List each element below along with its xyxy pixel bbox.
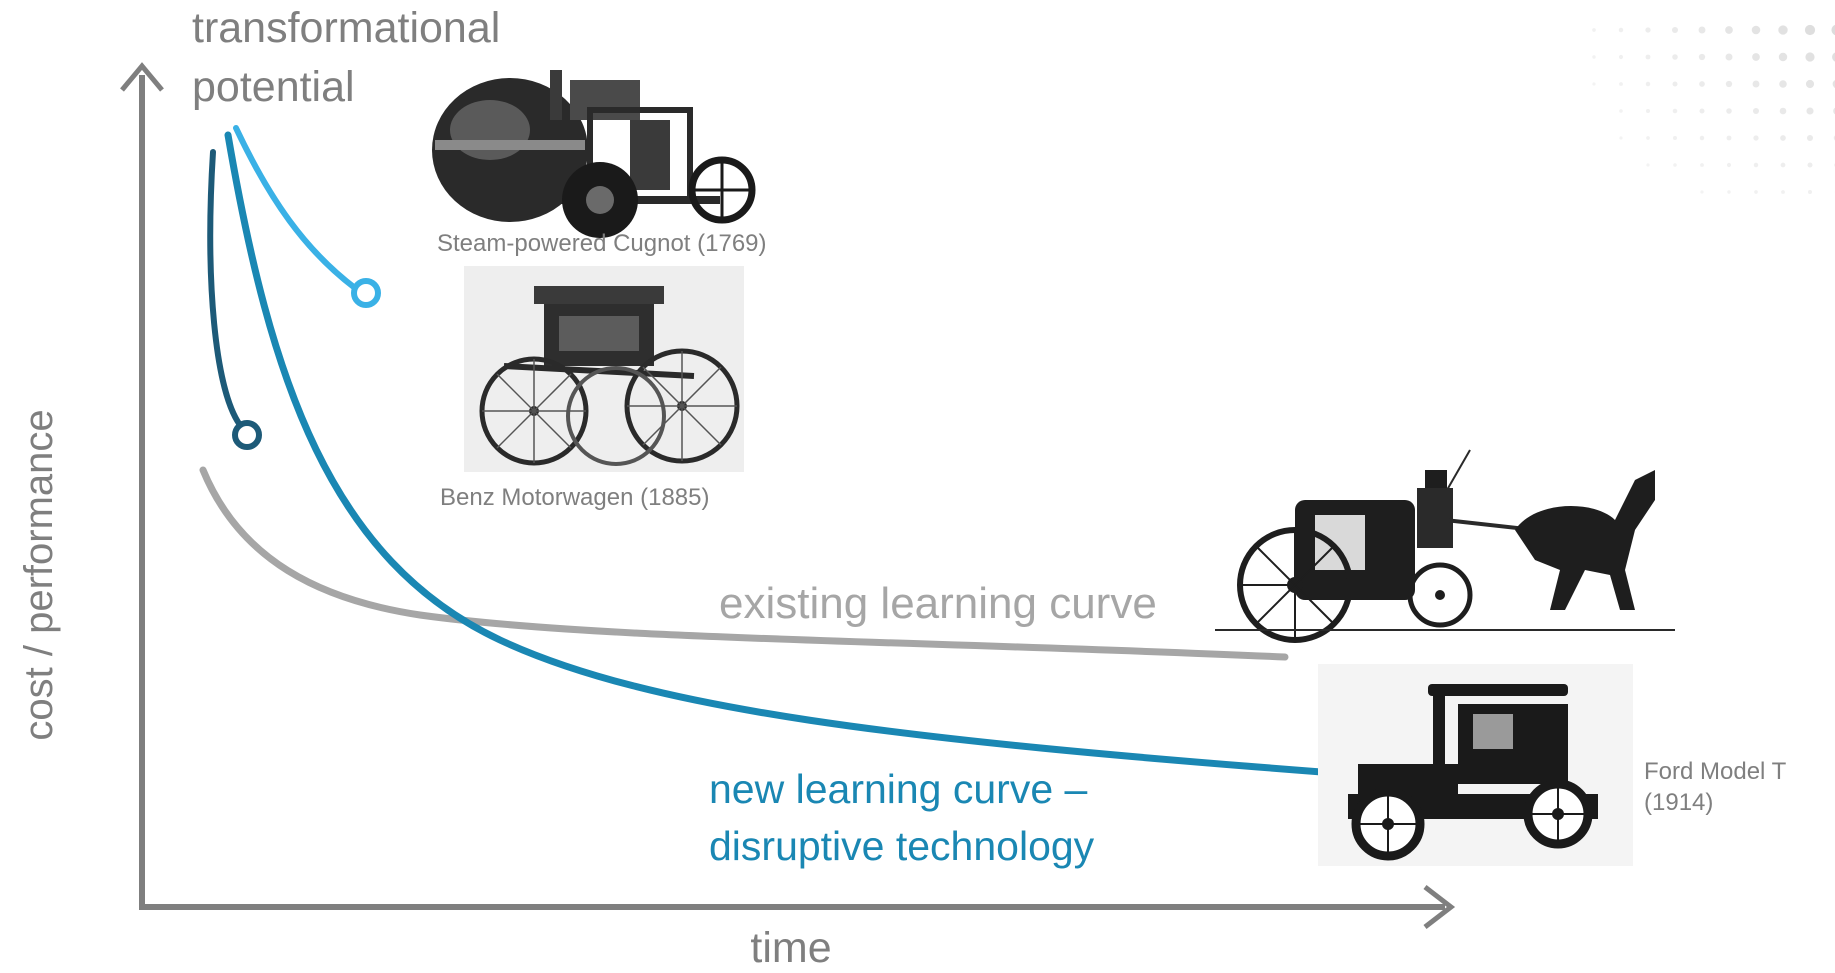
- decorative-dot: [1671, 26, 1679, 34]
- decorative-dot: [1700, 163, 1704, 167]
- decorative-dot: [1619, 109, 1623, 113]
- decorative-dot: [1807, 162, 1813, 168]
- decorative-dot: [1646, 136, 1650, 140]
- new-curve-label-line1: new learning curve –: [709, 766, 1088, 812]
- cugnot-caption: Steam-powered Cugnot (1769): [437, 230, 767, 257]
- axes: [120, 62, 1456, 929]
- decorative-dot: [1726, 108, 1732, 114]
- decorative-dot: [1618, 27, 1624, 33]
- decorative-dot: [1673, 163, 1677, 167]
- decorative-dot: [1781, 190, 1785, 194]
- decorative-dot: [1726, 135, 1732, 141]
- existing-learning-curve: [199, 466, 1289, 661]
- decorative-dot: [1753, 135, 1759, 141]
- decorative-dot: [1672, 108, 1678, 114]
- decorative-dot: [1672, 54, 1678, 60]
- decorative-dot: [1778, 25, 1788, 35]
- decorative-dot: [1645, 81, 1651, 87]
- early-light-curve-endpoint: [351, 278, 381, 308]
- decorative-dot: [1725, 80, 1733, 88]
- benz-motorwagen-icon: [464, 266, 744, 472]
- early-dark-curve-endpoint: [232, 420, 262, 450]
- decorative-dot: [1672, 135, 1678, 141]
- curves: [199, 125, 1339, 777]
- decorative-dot: [1645, 108, 1651, 114]
- y-axis-arrowhead: [120, 62, 164, 92]
- decorative-dot: [1727, 190, 1731, 194]
- decorative-dot: [1831, 24, 1835, 36]
- decorative-dot: [1780, 162, 1786, 168]
- y-axis-label: cost / performance: [17, 409, 61, 740]
- decorative-dot: [1672, 81, 1678, 87]
- decorative-dot: [1592, 55, 1596, 59]
- benz-caption: Benz Motorwagen (1885): [440, 484, 709, 511]
- ford-caption-line2: (1914): [1644, 789, 1713, 816]
- decorative-dot: [1805, 79, 1815, 89]
- decorative-dot: [1645, 54, 1651, 60]
- new-curve-label-line2: disruptive technology: [709, 823, 1095, 869]
- top-label-line1: transformational: [192, 4, 500, 52]
- ford-model-t-icon: [1318, 664, 1633, 866]
- decorative-dot: [1779, 80, 1787, 88]
- decorative-dot: [1698, 26, 1706, 34]
- decorative-dot: [1751, 25, 1761, 35]
- decorative-dot: [1752, 80, 1760, 88]
- decorative-dot: [1646, 163, 1650, 167]
- new-learning-curve: [224, 131, 1339, 777]
- decorative-dot: [1619, 82, 1623, 86]
- early-dark-curve: [207, 149, 243, 428]
- decorative-dot: [1752, 107, 1760, 115]
- ford-caption-line1: Ford Model T: [1644, 758, 1787, 785]
- decorative-dot: [1832, 80, 1835, 88]
- early-light-curve: [233, 125, 358, 291]
- decorative-dot: [1619, 136, 1623, 140]
- decorative-dot: [1752, 53, 1760, 61]
- decorative-dot: [1725, 26, 1733, 34]
- existing-curve-label: existing learning curve: [719, 579, 1157, 628]
- decorative-dot: [1698, 53, 1706, 61]
- decorative-dot: [1753, 162, 1759, 168]
- decorative-dot: [1778, 52, 1788, 62]
- horse-carriage-icon: [1215, 449, 1675, 643]
- decorative-dot: [1807, 189, 1813, 195]
- decorative-dot: [1699, 135, 1705, 141]
- x-axis-arrowhead: [1423, 885, 1456, 929]
- decorative-dot: [1699, 81, 1705, 87]
- decorative-dot: [1780, 135, 1786, 141]
- decorative-dot: [1700, 190, 1704, 194]
- cugnot-steam-vehicle-icon: [432, 70, 756, 238]
- decorative-dot: [1805, 52, 1815, 62]
- x-axis-label: time: [750, 924, 831, 972]
- decorative-dot: [1618, 54, 1624, 60]
- decorative-dot: [1779, 107, 1787, 115]
- decorative-dot: [1592, 28, 1596, 32]
- dot-grid-decoration: [1592, 24, 1835, 195]
- decorative-dot: [1699, 108, 1705, 114]
- decorative-dot: [1804, 24, 1816, 36]
- decorative-dot: [1592, 82, 1596, 86]
- top-label-line2: potential: [192, 63, 355, 111]
- decorative-dot: [1645, 27, 1651, 33]
- decorative-dot: [1725, 53, 1733, 61]
- decorative-dot: [1832, 52, 1835, 62]
- decorative-dot: [1754, 190, 1758, 194]
- decorative-dot: [1726, 162, 1732, 168]
- decorative-dot: [1806, 107, 1814, 115]
- decorative-dot: [1806, 134, 1814, 142]
